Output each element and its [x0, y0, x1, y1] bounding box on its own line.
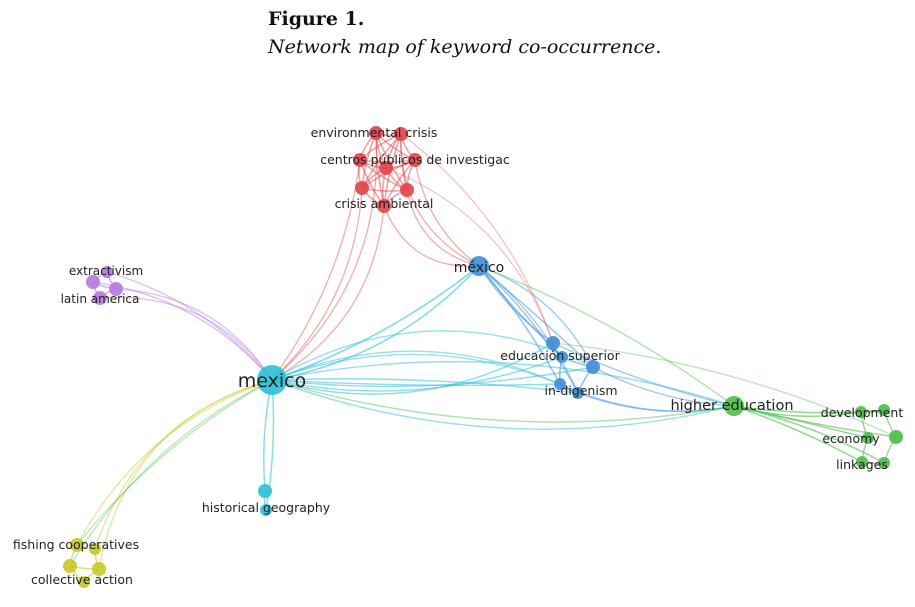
network-node-green	[878, 457, 890, 469]
network-edge	[552, 342, 897, 438]
network-node-green	[724, 396, 744, 416]
network-node-green	[889, 430, 903, 444]
network-edges	[69, 132, 897, 583]
network-node-green	[855, 406, 867, 418]
network-node-yellow	[89, 543, 101, 555]
label-centros-publicos: centros públicos de investigac	[320, 152, 510, 167]
network-edge	[271, 187, 363, 381]
label-in-digenism: in-digenism	[544, 383, 617, 398]
figure-caption: Figure 1. Network map of keyword co-occu…	[268, 6, 661, 60]
label-extractivism: extractivism	[69, 264, 143, 278]
label-educacion-superior: educación superior	[500, 348, 620, 363]
network-edge	[76, 379, 273, 546]
network-edge	[406, 189, 480, 267]
label-crisis-ambiental: crisis ambiental	[335, 196, 434, 211]
label-mexico-accented: méxico	[454, 260, 504, 276]
network-edge	[552, 342, 735, 407]
network-node-red	[400, 183, 414, 197]
network-edge	[271, 360, 735, 407]
network-node-blue	[586, 360, 600, 374]
network-edge	[478, 265, 561, 385]
figure-subtitle: Network map of keyword co-occurrence.	[268, 36, 662, 58]
network-node-yellow	[70, 538, 84, 552]
network-node-blue	[556, 351, 568, 363]
network-node-purple	[93, 291, 107, 305]
network-edge	[69, 379, 273, 567]
network-node-green	[862, 432, 874, 444]
network-node-cyan	[257, 365, 287, 395]
network-edge	[99, 296, 273, 381]
network-edge	[271, 205, 385, 381]
network-edge	[106, 271, 273, 381]
label-linkages: linkages	[836, 457, 888, 472]
network-node-red	[369, 126, 383, 140]
network-node-green	[856, 456, 868, 468]
network-node-red	[353, 153, 367, 167]
network-node-blue	[469, 256, 489, 276]
network-edge	[385, 167, 554, 344]
network-labels: environmental crisis centros públicos de…	[13, 125, 903, 587]
network-node-purple	[109, 282, 123, 296]
network-edge	[271, 330, 594, 381]
network-node-red	[408, 153, 422, 167]
network-node-red	[394, 127, 408, 141]
label-fishing-cooperatives: fishing cooperatives	[13, 537, 139, 552]
network-node-blue	[554, 378, 566, 390]
network-node-cyan	[260, 504, 272, 516]
network-node-green	[878, 404, 890, 416]
label-environmental-crisis: environmental crisis	[311, 125, 438, 140]
network-edge	[478, 265, 594, 368]
network-node-blue	[572, 387, 584, 399]
network-edge	[478, 265, 735, 407]
network-node-red	[379, 161, 393, 175]
network-node-blue	[546, 336, 560, 350]
network-edge	[400, 133, 554, 344]
label-higher-education: higher education	[670, 398, 793, 414]
network-edge	[271, 379, 735, 430]
network-edge	[383, 205, 480, 267]
network-node-yellow	[63, 559, 77, 573]
figure-title: Figure 1.	[268, 8, 365, 30]
network-node-red	[355, 181, 369, 195]
network-edge	[271, 356, 563, 392]
network-edge	[414, 159, 480, 267]
network-edge	[271, 132, 378, 381]
network-edge	[733, 405, 885, 464]
label-latin-america: latin america	[61, 292, 140, 306]
network-edge	[271, 159, 361, 381]
network-edge	[592, 366, 735, 407]
network-edge	[271, 350, 579, 394]
network-edge	[271, 353, 561, 385]
label-historical-geography: historical geography	[202, 500, 331, 515]
label-collective-action: collective action	[31, 572, 133, 587]
network-node-purple	[86, 275, 100, 289]
network-edge	[115, 288, 273, 381]
network-edge	[98, 379, 273, 570]
label-economy: economy	[822, 431, 880, 446]
network-edge	[400, 133, 480, 267]
network-nodes	[63, 126, 903, 588]
network-edge	[271, 379, 561, 387]
network-edge	[478, 265, 579, 394]
network-node-yellow	[78, 576, 90, 588]
network-edge	[271, 378, 579, 394]
network-edge	[94, 379, 273, 550]
network-edge	[478, 265, 579, 394]
network-edge	[271, 342, 554, 395]
network-edge	[733, 405, 863, 463]
network-node-purple	[101, 266, 113, 278]
network-node-yellow	[92, 562, 106, 576]
network-edge	[76, 379, 273, 546]
label-development: development	[821, 405, 904, 420]
label-mexico: mexico	[238, 370, 306, 392]
network-node-red	[377, 199, 391, 213]
network-edge	[271, 265, 480, 381]
network-edge	[271, 379, 735, 423]
network-node-cyan	[258, 484, 272, 498]
